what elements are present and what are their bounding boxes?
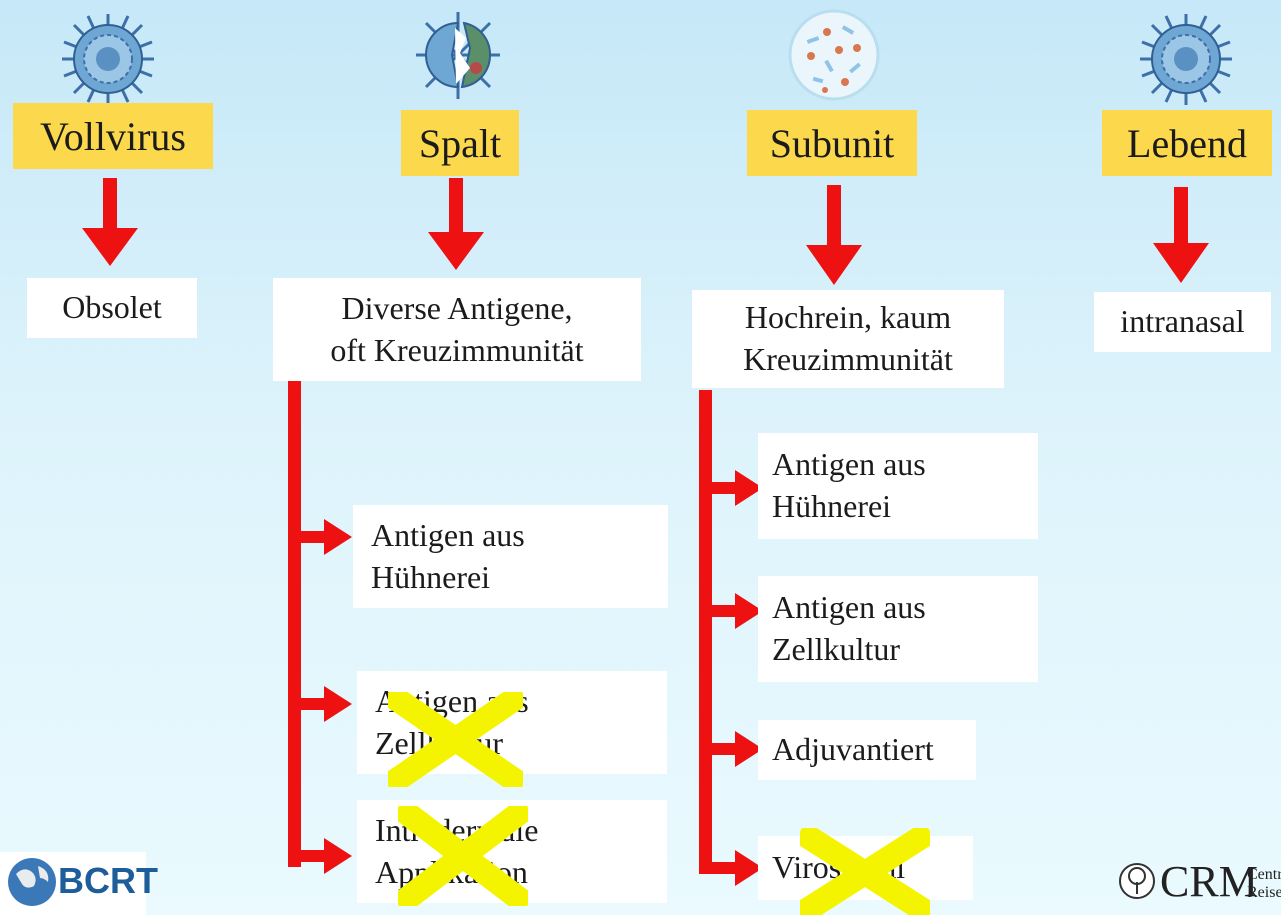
lebend-label: Lebend [1102, 110, 1272, 176]
spalt-result: Diverse Antigene, oft Kreuzimmunität [273, 278, 641, 381]
subunit-branch-arrow [699, 470, 763, 506]
down-arrow-icon [1153, 187, 1209, 283]
spalt-branch-line [288, 381, 301, 867]
crm-logo-subtext: Centr [1247, 866, 1281, 883]
vollvirus-label: Vollvirus [13, 103, 213, 169]
down-arrow-icon [806, 185, 862, 285]
tree-icon [1119, 863, 1155, 899]
spalt-branch-hühnerei: Antigen aus Hühnerei [353, 505, 668, 608]
subunit-branch-zellkultur: Antigen aus Zellkultur [758, 576, 1038, 682]
spalt-branch-arrow [288, 838, 352, 874]
crm-logo-subtext: Reise [1247, 884, 1281, 901]
down-arrow-icon [82, 178, 138, 266]
subunit-result: Hochrein, kaum Kreuzimmunität [692, 290, 1004, 388]
spalt-label: Spalt [401, 110, 519, 176]
cross-icon [800, 828, 930, 915]
subunit-branch-hühnerei: Antigen aus Hühnerei [758, 433, 1038, 539]
subunit-branch-line [699, 390, 712, 868]
virus-icon [62, 14, 154, 105]
subunit-branch-arrow [699, 850, 763, 886]
subunit-branch-arrow [699, 593, 763, 629]
down-arrow-icon [428, 178, 484, 270]
cross-icon [388, 692, 523, 787]
subunit-branch-arrow [699, 731, 763, 767]
crm-logo-text: CRM [1160, 857, 1258, 906]
globe-icon [8, 858, 56, 906]
subunit-label: Subunit [747, 110, 917, 176]
spalt-branch-arrow [288, 519, 352, 555]
crm-logo: CRM Centr Reise [1118, 852, 1281, 915]
bcrt-logo: BCRT [0, 852, 158, 915]
lebend-result: intranasal [1094, 292, 1271, 352]
bcrt-logo-text: BCRT [58, 860, 158, 901]
vollvirus-result: Obsolet [27, 278, 197, 338]
split-virus-icon [416, 12, 500, 99]
virus-icon [1140, 14, 1232, 105]
subunit-branch-adjuvantiert: Adjuvantiert [758, 720, 976, 780]
spalt-branch-arrow [288, 686, 352, 722]
cross-icon [398, 806, 528, 906]
subunit-virus-icon [788, 9, 880, 101]
